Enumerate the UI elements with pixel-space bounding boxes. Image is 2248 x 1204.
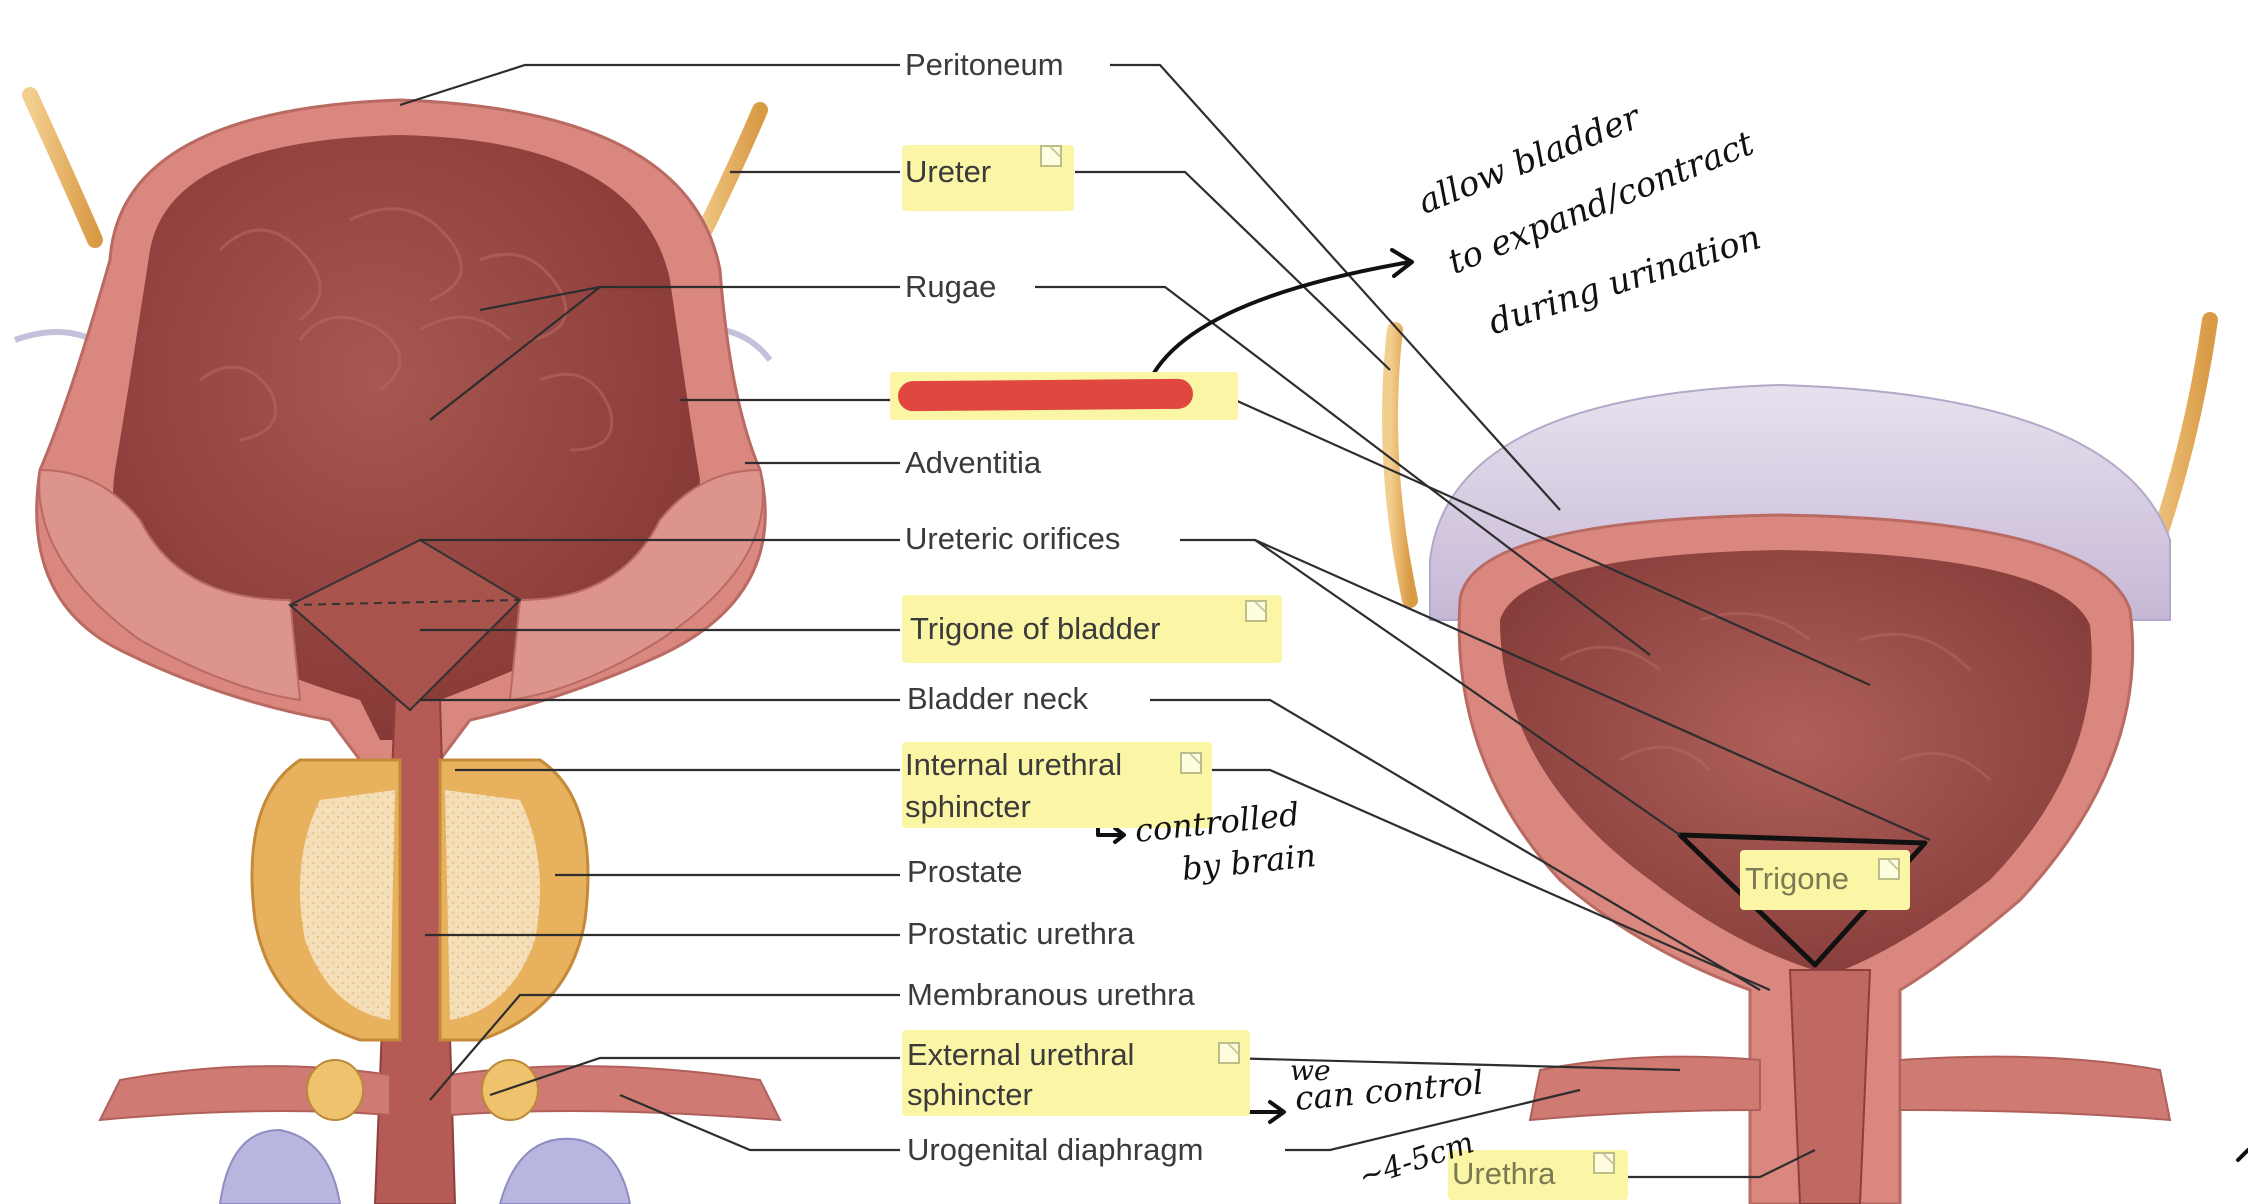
trigone-note-icon: [1245, 600, 1267, 622]
label-external-urethral-1: External urethral: [907, 1037, 1135, 1072]
label-trigone-of-bladder: Trigone of bladder: [910, 611, 1161, 646]
label-rugae: Rugae: [905, 269, 997, 304]
right-bladder-figure: [1382, 312, 2218, 1204]
internal-sphincter-note-icon: [1180, 752, 1202, 774]
external-sphincter-note-icon: [1218, 1042, 1240, 1064]
leader-lines: [399, 63, 1931, 1179]
redaction-scribble: [897, 378, 1194, 412]
label-bladder-neck: Bladder neck: [907, 681, 1088, 716]
ureter-note-icon: [1040, 145, 1062, 167]
label-prostatic-urethra: Prostatic urethra: [907, 916, 1135, 951]
external-sphincter-highlight: [902, 1030, 1250, 1116]
label-ureter: Ureter: [905, 154, 992, 189]
label-urogenital-diaphragm: Urogenital diaphragm: [907, 1132, 1204, 1167]
label-trigone: Trigone: [1745, 861, 1849, 896]
left-bladder-figure: [13, 87, 782, 1204]
note-external-line-1: we: [1290, 1054, 1331, 1087]
label-peritoneum: Peritoneum: [905, 47, 1064, 82]
internal-sphincter-highlight: [902, 742, 1212, 828]
urethra-note-icon: [1593, 1152, 1615, 1174]
label-external-urethral-2: sphincter: [907, 1077, 1033, 1112]
label-internal-urethral-2: sphincter: [905, 789, 1031, 824]
label-membranous-urethra: Membranous urethra: [907, 977, 1195, 1012]
trigone-right-note-icon: [1878, 858, 1900, 880]
label-urethra: Urethra: [1452, 1156, 1556, 1191]
label-ureteric-orifices: Ureteric orifices: [905, 521, 1121, 556]
trigone-of-bladder-highlight: [902, 595, 1282, 663]
label-prostate: Prostate: [907, 854, 1023, 889]
label-internal-urethral-1: Internal urethral: [905, 747, 1123, 782]
label-adventitia: Adventitia: [905, 445, 1042, 480]
